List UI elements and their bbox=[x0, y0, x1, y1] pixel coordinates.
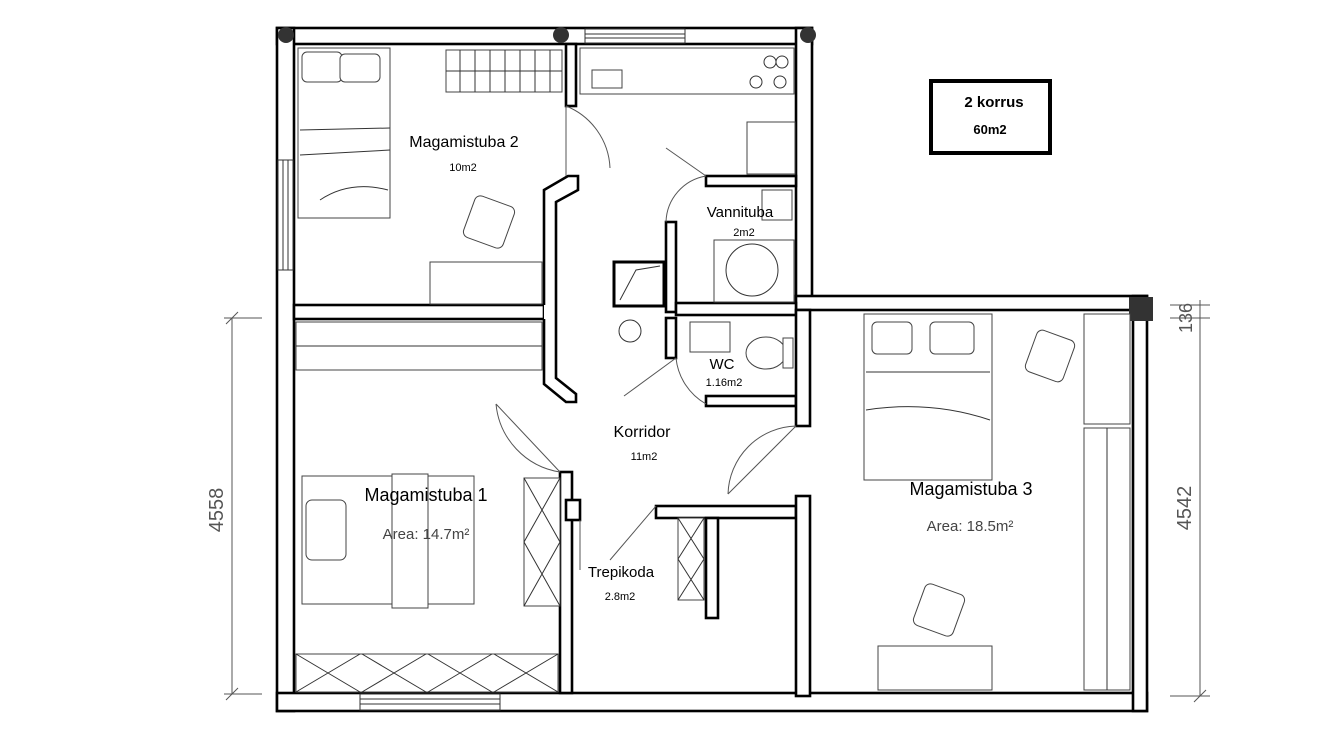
bed-room-3 bbox=[863, 313, 993, 481]
room-area: 11m2 bbox=[631, 451, 658, 463]
dimension-right: 4542 136 bbox=[1170, 300, 1210, 703]
room-name: Korridor bbox=[614, 424, 672, 441]
dimension-left: 4558 bbox=[206, 311, 262, 701]
desk-room-3-top bbox=[1024, 313, 1131, 425]
columns bbox=[278, 27, 1153, 321]
interior-walls bbox=[292, 42, 812, 698]
bath-fixtures bbox=[713, 189, 795, 303]
room-name: WC bbox=[710, 356, 735, 373]
dimension-right-offset-text: 136 bbox=[1176, 303, 1196, 333]
desk-room-2 bbox=[429, 195, 543, 305]
room-name: Magamistuba 2 bbox=[409, 134, 518, 151]
wardrobe-room-3 bbox=[1083, 427, 1131, 691]
floor-area: 60m2 bbox=[973, 122, 1006, 137]
wardrobe-room-1-top bbox=[295, 321, 543, 371]
desk-room-3-bottom bbox=[877, 583, 993, 691]
bed-room-2 bbox=[297, 47, 391, 219]
room-name: Magamistuba 1 bbox=[364, 485, 487, 505]
room-area: 1.16m2 bbox=[706, 377, 743, 389]
dimension-right-text: 4542 bbox=[1174, 486, 1196, 531]
kitchen bbox=[579, 47, 796, 175]
bed-room-1 bbox=[301, 473, 475, 609]
wardrobe-room-1-bottom bbox=[295, 653, 559, 693]
room-name: Trepikoda bbox=[588, 564, 655, 581]
room-name: Vannituba bbox=[707, 204, 774, 221]
floor-title: 2 korrus bbox=[964, 94, 1023, 111]
cabinet-room-1 bbox=[523, 477, 561, 607]
room-area: Area: 14.7m² bbox=[383, 526, 470, 543]
room-area: Area: 18.5m² bbox=[927, 518, 1014, 535]
cabinet-trepikoda bbox=[677, 517, 705, 601]
room-area: 10m2 bbox=[449, 162, 477, 174]
room-area: 2m2 bbox=[733, 227, 754, 239]
room-labels: Magamistuba 2 10m2 Vannituba 2m2 WC 1.16… bbox=[364, 134, 1032, 603]
door-swings bbox=[495, 105, 797, 570]
floor-info-box: 2 korrus 60m2 bbox=[929, 79, 1052, 155]
room-name: Magamistuba 3 bbox=[909, 479, 1032, 499]
dimension-left-text: 4558 bbox=[206, 488, 228, 533]
wc-fixtures bbox=[689, 321, 794, 370]
chimney bbox=[612, 260, 666, 343]
room-area: 2.8m2 bbox=[605, 591, 636, 603]
windows bbox=[277, 28, 686, 711]
wardrobe-room-2 bbox=[445, 49, 563, 93]
